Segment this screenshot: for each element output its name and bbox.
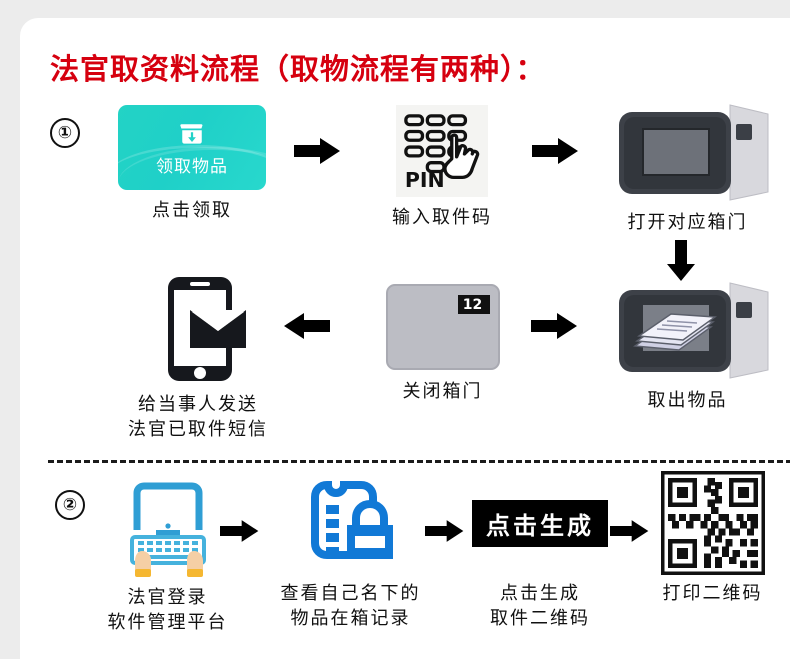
step-generate-qr[interactable]: 点击生成 点击生成 取件二维码 [460,473,620,631]
step-caption: 给当事人发送 法官已取件短信 [128,394,268,440]
generate-button-label[interactable]: 点击生成 [472,499,608,547]
section-divider [48,460,790,463]
arrow-right-icon [220,520,259,542]
step-take-out-items[interactable]: 取出物品 [600,280,775,413]
flow-card: 法官取资料流程（取物流程有两种）： ① 领取物品 点击领取 [20,18,790,659]
box-download-icon [180,123,203,144]
step-caption: 关闭箱门 [402,381,483,402]
closed-locker-door-icon: 12 [385,283,501,371]
arrow-down-icon [667,240,695,281]
generate-button-icon[interactable]: 点击生成 [472,473,608,573]
step-caption: 打开对应箱门 [627,212,748,233]
step-click-receive[interactable]: 领取物品 点击领取 [117,105,267,223]
door-number: 12 [462,296,483,313]
flow1-marker: ① [50,118,80,148]
step-judge-login[interactable]: 法官登录 软件管理平台 [95,473,240,635]
step-caption: 输入取件码 [392,207,492,228]
arrow-right-icon [610,520,649,542]
step-caption: 点击领取 [152,200,232,221]
step-caption: 法官登录 软件管理平台 [107,587,228,633]
arrow-right-icon [532,138,578,164]
open-locker-icon [605,102,770,202]
pin-keypad-hand-icon: PIN [396,105,488,197]
step-open-locker[interactable]: 打开对应箱门 [600,102,775,235]
locker-with-documents-icon [605,280,770,380]
phone-sms-icon [146,274,250,384]
receive-button-label: 领取物品 [156,156,228,177]
step-caption: 点击生成 取件二维码 [490,583,590,629]
step-print-qr[interactable]: 打印二维码 [635,471,790,606]
arrow-right-icon [425,520,464,542]
arrow-right-icon [294,138,340,164]
step-view-own-records[interactable]: 查看自己名下的 物品在箱记录 [268,473,433,631]
step-send-sms[interactable]: 给当事人发送 法官已取件短信 [98,274,298,442]
page-title: 法官取资料流程（取物流程有两种）： [50,52,546,86]
step-caption: 取出物品 [647,390,728,411]
document-lock-icon [299,473,403,573]
step-close-locker-door[interactable]: 12 关闭箱门 [370,283,515,404]
step-caption: 打印二维码 [662,583,763,604]
flow2-marker: ② [55,490,85,520]
arrow-left-icon [284,313,330,339]
step-enter-pickup-code[interactable]: PIN 输入取件码 [372,105,512,230]
arrow-left-icon [531,313,577,339]
step-caption: 查看自己名下的 物品在箱记录 [280,583,421,629]
receive-parcel-button-icon[interactable]: 领取物品 [118,105,266,190]
svg-text:PIN: PIN [405,168,445,192]
laptop-typing-hands-icon [108,473,228,577]
qr-code-icon [660,471,765,575]
